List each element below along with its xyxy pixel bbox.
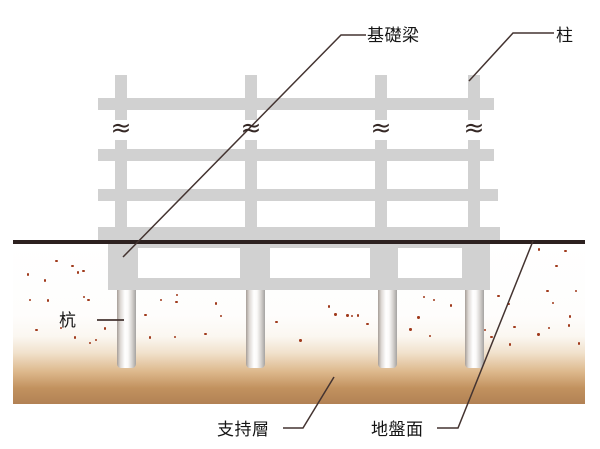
break-symbol-icon: ≈: [110, 113, 132, 142]
label-foundation-beam: 基礎梁: [367, 26, 420, 45]
column-break-gap: [374, 120, 388, 140]
label-column: 柱: [556, 26, 574, 45]
floor-beam: [98, 98, 494, 110]
pile: [378, 287, 397, 368]
label-ground-surface: 地盤面: [371, 420, 424, 439]
floor-beam: [98, 149, 494, 161]
column-break-gap: [467, 120, 481, 140]
break-symbol-icon: ≈: [370, 113, 392, 142]
pile: [117, 287, 136, 368]
break-symbol-icon: ≈: [463, 113, 485, 142]
label-pile: 杭: [59, 311, 77, 330]
break-symbol-icon: ≈: [240, 113, 262, 142]
floor-beam: [98, 189, 498, 201]
foundation-opening: [138, 248, 240, 278]
leader-column: [468, 32, 554, 82]
foundation-opening: [270, 248, 370, 278]
ground-surface-line: [13, 240, 585, 244]
ground-floor-beam: [98, 227, 500, 240]
foundation-opening: [398, 248, 462, 278]
pile: [465, 287, 484, 368]
pile: [246, 287, 265, 368]
foundation-beam-structure: [108, 243, 490, 290]
label-bearing-stratum: 支持層: [217, 420, 270, 439]
